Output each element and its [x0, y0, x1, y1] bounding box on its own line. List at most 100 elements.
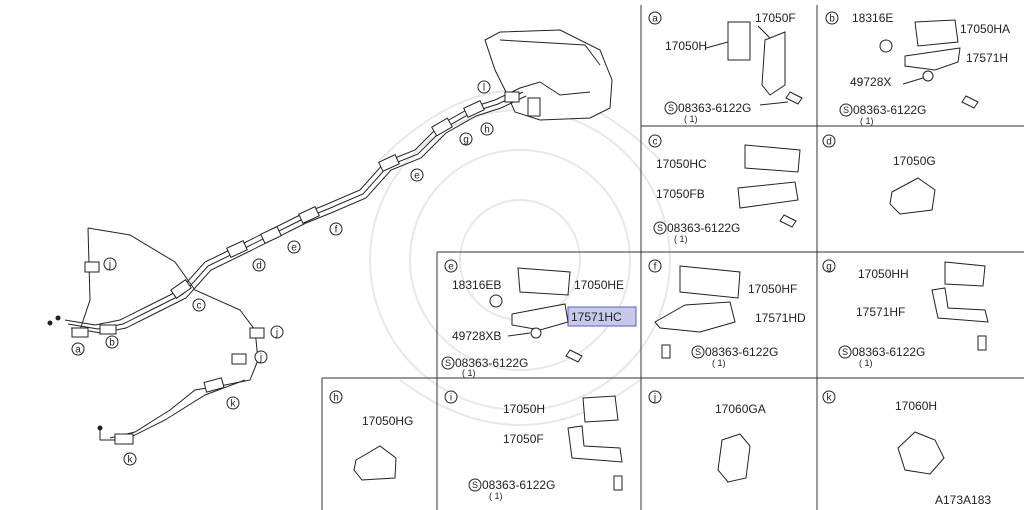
- callout-g: g: [459, 132, 473, 146]
- part-label: 17050G: [893, 154, 936, 168]
- screw-label: 08363-6122G: [853, 103, 926, 117]
- part-label: 17050H: [665, 39, 707, 53]
- svg-text:k: k: [827, 393, 833, 404]
- screw-label: 08363-6122G: [667, 221, 740, 235]
- screw-label: 08363-6122G: [678, 101, 751, 115]
- clip-part: [744, 144, 801, 173]
- detail-cell-b: b 18316E 17050HA 17571H 49728X S 08363-6…: [825, 11, 1010, 126]
- bracket-part: [761, 31, 786, 96]
- bracket-part: [511, 303, 569, 331]
- part-label: 18316E: [852, 11, 893, 25]
- part-label: 49728XB: [452, 329, 501, 343]
- bracket-part: [567, 425, 623, 463]
- callout-letter: k: [128, 455, 134, 466]
- part-label: 17060GA: [715, 402, 766, 416]
- clip-part: [897, 431, 945, 475]
- callout-letter: j: [108, 260, 111, 271]
- callout-b: b: [105, 335, 119, 349]
- detail-cell-g: g 17050HH 17571HF S 08363-6122G ( 1): [822, 259, 989, 368]
- callout-a: a: [71, 342, 85, 356]
- svg-text:b: b: [829, 14, 835, 25]
- part-label: 18316EB: [452, 278, 501, 292]
- svg-text:S: S: [668, 103, 674, 113]
- callout-letter: j: [275, 328, 278, 339]
- callout-letter: j: [259, 353, 262, 364]
- clip-part: [889, 177, 936, 215]
- detail-cell-c: c 17050HC 17050FB S 08363-6122G ( 1): [648, 134, 801, 244]
- part-label: 17050F: [755, 11, 796, 25]
- svg-text:i: i: [450, 393, 452, 404]
- qty-label: ( 1): [684, 114, 698, 124]
- svg-text:a: a: [652, 14, 658, 25]
- callout-letter: h: [484, 125, 490, 136]
- screw-label: 08363-6122G: [482, 478, 555, 492]
- detail-grid: [321, 5, 1024, 510]
- clip-part: [727, 21, 751, 61]
- svg-text:S: S: [695, 347, 701, 357]
- part-label: 17050HG: [362, 414, 413, 428]
- detail-cell-f: f 17050HF 17571HD S 08363-6122G ( 1): [648, 259, 806, 368]
- callout-letter: b: [109, 338, 115, 349]
- grommet-part: [489, 294, 503, 308]
- callout-letter: e: [414, 171, 420, 182]
- watermark: [369, 89, 671, 426]
- callout-letter: g: [463, 135, 469, 146]
- qty-label: ( 1): [712, 358, 726, 368]
- callout-letter: a: [75, 345, 81, 356]
- part-label: 17050H: [503, 402, 545, 416]
- svg-text:g: g: [826, 262, 832, 273]
- part-label: 17050HF: [748, 282, 797, 296]
- callout-c: c: [192, 298, 206, 312]
- part-label: 17050HH: [858, 267, 909, 281]
- svg-text:S: S: [842, 347, 848, 357]
- part-label: 49728X: [850, 75, 891, 89]
- callout-letter: d: [256, 261, 262, 272]
- overview-drawing: a b c d e f e g: [47, 29, 613, 466]
- svg-text:e: e: [448, 262, 454, 273]
- callout-letter: e: [291, 243, 297, 254]
- callout-h: h: [480, 122, 494, 136]
- detail-cell-k: k 17060H: [822, 390, 945, 475]
- clip-part: [717, 433, 751, 483]
- grommet-part: [879, 39, 893, 53]
- svg-text:f: f: [654, 262, 657, 273]
- svg-text:c: c: [653, 137, 658, 148]
- screw-label: 08363-6122G: [705, 345, 778, 359]
- callout-k2: k: [123, 452, 137, 466]
- callout-j2: j: [270, 325, 284, 339]
- svg-text:h: h: [333, 393, 339, 404]
- part-label: 17050HE: [574, 278, 624, 292]
- detail-cell-d: d 17050G: [822, 134, 936, 215]
- callout-l: l: [477, 80, 491, 94]
- callout-e1: e: [287, 240, 301, 254]
- detail-cell-a: a 17050F 17050H S 08363-6122G ( 1): [648, 11, 803, 124]
- svg-text:S: S: [843, 105, 849, 115]
- callout-letter: f: [335, 225, 338, 236]
- callout-f: f: [329, 222, 343, 236]
- part-label: 17050HC: [656, 157, 707, 171]
- clip-part: [353, 445, 397, 481]
- callout-letter: k: [231, 399, 237, 410]
- svg-text:j: j: [653, 393, 656, 404]
- callout-letter: c: [197, 301, 202, 312]
- part-label: 17050HA: [960, 22, 1010, 36]
- callout-j1: j: [103, 257, 117, 271]
- clip-part: [582, 395, 619, 423]
- part-label: 17050FB: [656, 187, 705, 201]
- callout-k1: k: [226, 396, 240, 410]
- qty-label: ( 1): [859, 358, 873, 368]
- bracket-part: [931, 287, 989, 323]
- callout-letter: l: [483, 83, 485, 94]
- svg-text:S: S: [445, 358, 451, 368]
- clip-part: [517, 267, 571, 296]
- part-label: 17060H: [895, 399, 937, 413]
- detail-cell-j: j 17060GA: [648, 390, 766, 483]
- detail-cell-e: e 18316EB 17050HE 17571HC 49728XB S 0836…: [441, 259, 637, 378]
- svg-text:S: S: [472, 480, 478, 490]
- detail-cell-i: i 17050H 17050F S 08363-6122G ( 1): [444, 390, 623, 501]
- clip-part: [944, 261, 986, 287]
- callout-j3: j: [254, 350, 268, 364]
- callout-d: d: [252, 258, 266, 272]
- qty-label: ( 1): [489, 491, 503, 501]
